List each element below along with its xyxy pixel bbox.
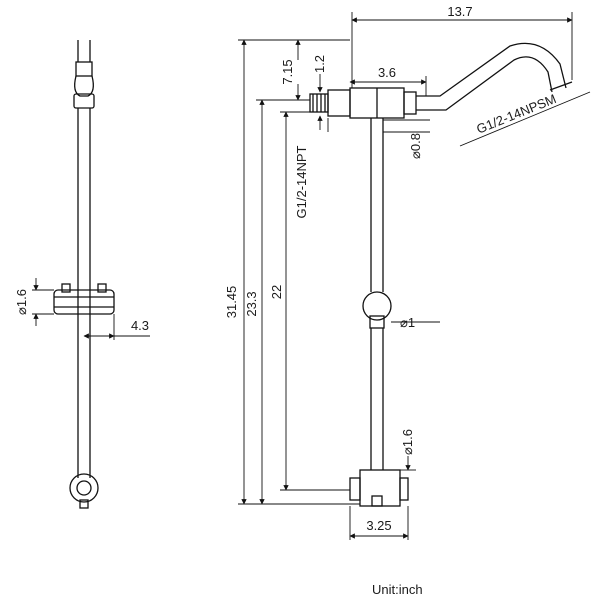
svg-text:⌀0.8: ⌀0.8 xyxy=(408,133,423,159)
dim-height-mid: 23.3 xyxy=(244,291,259,316)
dim-base-dia: ⌀1.6 xyxy=(400,429,415,455)
dim-base-width: 3.25 xyxy=(366,518,391,533)
front-dim-lines xyxy=(238,12,591,540)
outlet-arm-top xyxy=(416,42,567,97)
inlet-nut xyxy=(327,89,351,117)
base-fitting-right xyxy=(399,477,409,501)
dim-thread-len: 1.2 xyxy=(312,55,327,73)
diameter-symbol: ⌀ xyxy=(408,151,423,159)
dim-knob-dia: ⌀1 xyxy=(400,315,415,330)
outlet-nut xyxy=(403,91,417,115)
dim-slider-dia: ⌀1.6 xyxy=(14,289,29,315)
knob-collar xyxy=(369,315,385,329)
side-view xyxy=(53,40,115,509)
dim-width-total: 13.7 xyxy=(447,4,472,19)
dim-knob-dia-value: 1 xyxy=(408,315,415,330)
dim-offset-top: 7.15 xyxy=(280,59,295,84)
side-dim-lines xyxy=(32,278,150,340)
dim-pipe-dia-value: 0.8 xyxy=(408,133,423,151)
unit-label: Unit:inch xyxy=(372,582,423,597)
side-top-pipe xyxy=(77,40,91,62)
side-base-inner xyxy=(76,480,92,496)
side-elbow xyxy=(74,75,94,97)
diameter-symbol: ⌀ xyxy=(14,307,29,315)
side-pipe xyxy=(77,108,91,478)
dim-pipe-dia: ⌀0.8 xyxy=(408,133,423,159)
dim-center-span: 3.6 xyxy=(378,65,396,80)
diameter-symbol: ⌀ xyxy=(400,315,408,330)
side-slider xyxy=(53,289,115,315)
dim-slider-dia-value: 1.6 xyxy=(14,289,29,307)
outlet-arm-bottom xyxy=(416,56,553,111)
side-slider-knob xyxy=(61,283,71,293)
dim-slider-reach: 4.3 xyxy=(131,318,149,333)
base-fitting-left xyxy=(349,477,361,501)
dim-height-inner: 22 xyxy=(269,285,284,299)
base-fitting xyxy=(359,469,401,507)
svg-text:⌀1.6: ⌀1.6 xyxy=(14,289,29,315)
front-pipe-lower xyxy=(370,328,384,470)
side-elbow-nut xyxy=(73,93,95,109)
side-base-outer xyxy=(69,473,99,503)
svg-text:⌀1.6: ⌀1.6 xyxy=(400,429,415,455)
dim-base-dia-value: 1.6 xyxy=(400,429,415,447)
dim-inlet-thread: G1/2-14NPT xyxy=(294,145,309,218)
side-top-cap xyxy=(75,61,93,77)
front-view xyxy=(309,42,573,507)
knob xyxy=(362,291,392,321)
front-pipe-upper xyxy=(370,118,384,292)
dim-height-total: 31.45 xyxy=(224,286,239,319)
dim-outlet-thread: G1/2-14NPSM xyxy=(474,91,558,137)
diameter-symbol: ⌀ xyxy=(400,447,415,455)
